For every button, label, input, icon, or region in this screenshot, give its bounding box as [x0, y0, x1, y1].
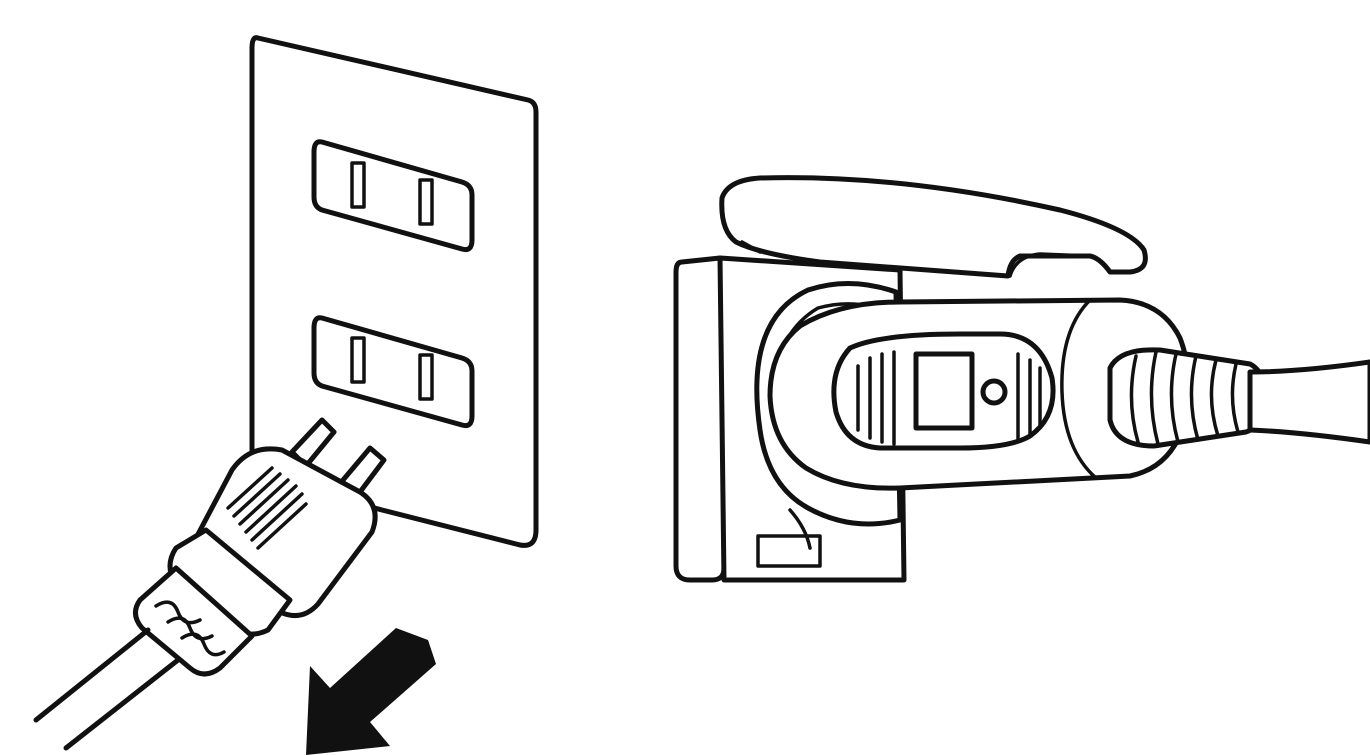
cable-icon: [36, 630, 178, 748]
adapter-icon: [676, 178, 1264, 580]
cable-icon: [1250, 362, 1370, 442]
pull-arrow-icon: [306, 628, 436, 755]
